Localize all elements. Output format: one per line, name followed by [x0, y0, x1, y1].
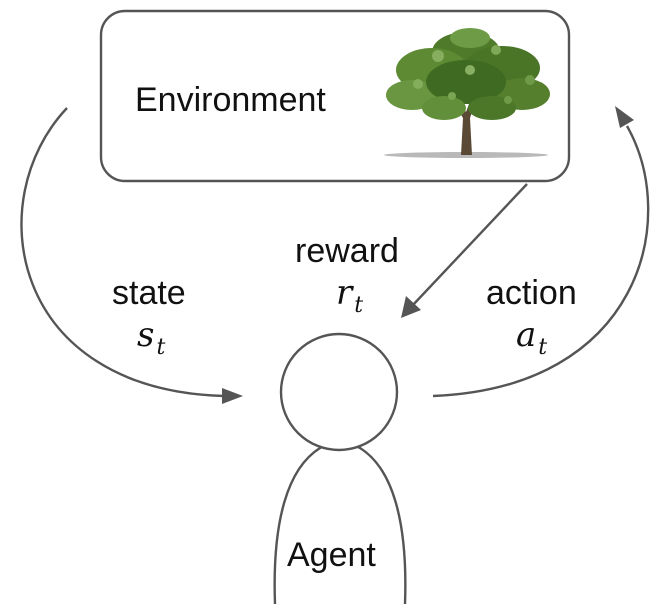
action-arrow	[432, 106, 650, 398]
agent-head	[279, 332, 399, 452]
action-symbol-subscript: t	[538, 335, 547, 360]
action-word: action	[486, 274, 577, 312]
reward-arrow-line	[411, 183, 528, 307]
agent-body	[273, 442, 407, 605]
agent-figure: Agent	[273, 332, 407, 605]
reward-symbol-subscript: t	[354, 293, 363, 318]
environment-box: Environment	[99, 9, 571, 183]
state-label: state st	[112, 274, 186, 360]
tree-icon	[384, 28, 550, 158]
action-arrowhead	[615, 106, 634, 128]
state-word: state	[112, 274, 186, 312]
state-arrow	[20, 107, 243, 404]
state-symbol: st	[137, 315, 165, 360]
state-symbol-subscript: t	[156, 335, 165, 360]
reward-symbol-base: r	[336, 273, 354, 313]
reward-arrow	[401, 183, 528, 318]
action-arrow-line	[432, 125, 650, 398]
action-symbol: at	[516, 315, 547, 360]
tree-foliage	[386, 28, 550, 120]
state-arrow-line	[20, 107, 225, 398]
reward-label: reward rt	[295, 232, 399, 318]
reward-arrowhead	[401, 296, 421, 318]
action-label: action at	[486, 274, 577, 360]
agent-label: Agent	[287, 536, 376, 574]
environment-label: Environment	[135, 81, 326, 119]
reward-symbol: rt	[336, 273, 363, 318]
action-symbol-base: a	[516, 315, 536, 355]
state-symbol-base: s	[137, 315, 154, 355]
reward-word: reward	[295, 232, 399, 270]
state-arrowhead	[222, 388, 243, 404]
